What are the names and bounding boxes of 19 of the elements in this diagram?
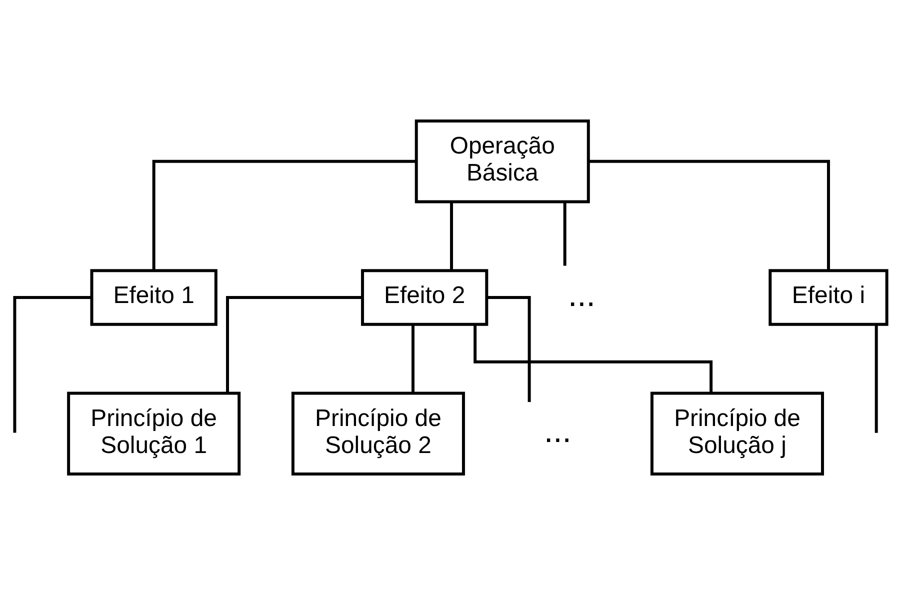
connector [486,296,531,402]
connector [412,325,414,394]
node-box: Efeito 1 [90,269,218,326]
node-box: Princípio de Solução j [650,392,824,476]
connector [13,296,92,433]
node-text: ... [568,276,596,313]
connector [474,325,713,394]
node-box: Efeito 2 [361,269,488,326]
connector [563,202,566,266]
node-box: Princípio de Solução 1 [67,392,241,476]
connector [152,160,416,270]
connector [874,325,878,433]
connector [450,202,453,270]
connector [226,296,362,393]
node-text: ... [544,412,572,450]
node-box: Efeito i [768,269,888,326]
node-box: Princípio de Solução 2 [291,392,465,476]
node-box: Operação Básica [414,120,590,204]
connector [588,160,830,270]
